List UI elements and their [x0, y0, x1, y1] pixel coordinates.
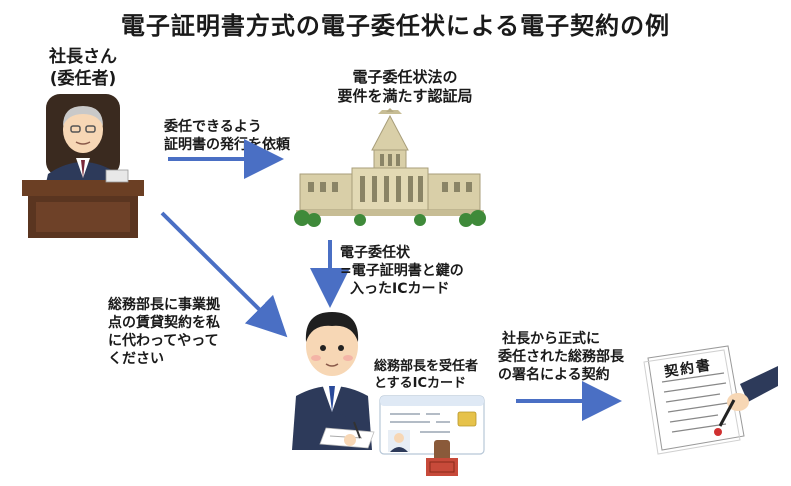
- president-label-line1: 社長さん: [49, 47, 117, 67]
- delivery-label-line2: =電子証明書と鍵の: [340, 263, 464, 279]
- instruction-label-line4: ください: [108, 351, 164, 367]
- authority-label-line2: 要件を満たす認証局: [337, 87, 473, 105]
- signing-label: 社長から正式に 委任された総務部長 の署名による契約: [498, 330, 624, 384]
- instruction-label-line3: に代わってやって: [108, 333, 219, 349]
- authority-label: 電子委任状法の 要件を満たす認証局: [300, 68, 510, 106]
- diagram-title: 電子証明書方式の電子委任状による電子契約の例: [120, 12, 671, 40]
- contract-drawing: [643, 345, 778, 455]
- instruction-label-line1: 総務部長に事業拠: [108, 297, 220, 313]
- card-caption-line1: 総務部長を受任者: [374, 359, 479, 374]
- delivery-label-line3: 入ったICカード: [350, 281, 450, 297]
- instruction-label: 総務部長に事業拠 点の賃貸契約を私 に代わってやって ください: [108, 296, 220, 368]
- manager-illustration: [292, 312, 375, 450]
- instruction-label-line2: 点の賃貸契約を私: [108, 315, 220, 331]
- delivery-label-line1: 電子委任状: [340, 245, 410, 261]
- request-label-line1: 委任できるよう: [164, 119, 262, 135]
- president-label: 社長さん (委任者): [28, 46, 138, 90]
- signing-label-line1: 社長から正式に: [502, 331, 600, 347]
- signing-label-line3: の署名による契約: [498, 367, 610, 383]
- delivery-label: 電子委任状 =電子証明書と鍵の 入ったICカード: [340, 244, 464, 298]
- certificate-authority-building: [294, 108, 486, 227]
- card-caption: 総務部長を受任者 とするICカード: [374, 358, 478, 392]
- ic-card-illustration: [379, 395, 485, 476]
- authority-label-line1: 電子委任状法の: [352, 68, 458, 86]
- contract-illustration: 契約書: [628, 340, 778, 460]
- card-caption-line2: とするICカード: [374, 376, 466, 391]
- president-label-line2: (委任者): [49, 69, 117, 89]
- president-illustration: [22, 94, 144, 238]
- arrow-instruction: [160, 211, 288, 338]
- signing-label-line2: 委任された総務部長: [498, 349, 624, 365]
